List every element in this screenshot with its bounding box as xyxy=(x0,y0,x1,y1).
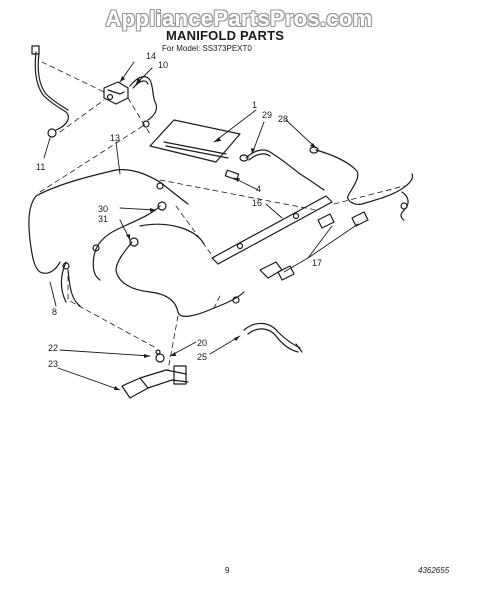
page-title: MANIFOLD PARTS xyxy=(166,28,285,43)
part-29-tube xyxy=(239,149,325,191)
callout-20: 20 xyxy=(197,338,207,348)
callout-16: 16 xyxy=(252,198,262,208)
callout-4: 4 xyxy=(256,184,261,194)
callout-30: 30 xyxy=(98,204,108,214)
callout-25: 25 xyxy=(197,352,207,362)
callout-14: 14 xyxy=(146,51,156,61)
part-17-holders xyxy=(259,211,369,281)
part-13-tube xyxy=(28,169,189,274)
part-30-tube xyxy=(92,201,167,281)
part-16-manifold xyxy=(211,195,333,265)
part-1-plate xyxy=(149,119,241,163)
part-10-tube xyxy=(129,76,158,128)
callout-17: 17 xyxy=(312,258,322,268)
part-25-bracket xyxy=(243,322,303,353)
part-28-tube xyxy=(309,146,414,221)
document-code: 4362655 xyxy=(418,566,450,575)
leader-arrows xyxy=(114,76,316,390)
callout-28: 28 xyxy=(278,114,288,124)
callout-29: 29 xyxy=(262,110,272,120)
page-number: 9 xyxy=(225,566,230,575)
part-23-valve xyxy=(121,349,189,399)
model-subtitle: For Model: SS373PEXT0 xyxy=(162,44,252,53)
callout-1: 1 xyxy=(252,100,257,110)
callout-8: 8 xyxy=(52,307,57,317)
callout-labels: 14 10 1 29 28 13 11 4 16 30 31 17 8 20 2… xyxy=(36,51,322,369)
part-8-tube xyxy=(60,261,81,307)
part-11-tube xyxy=(31,45,69,138)
watermark-logo: AppliancePartsPros.com xyxy=(105,6,373,31)
part-31-tube xyxy=(115,223,245,317)
part-4-clip xyxy=(224,169,240,181)
callout-23: 23 xyxy=(48,359,58,369)
callout-22: 22 xyxy=(48,343,58,353)
callout-13: 13 xyxy=(110,133,120,143)
callout-10: 10 xyxy=(158,60,168,70)
assembly-dashed-lines xyxy=(39,61,405,371)
callout-31: 31 xyxy=(98,214,108,224)
callout-11: 11 xyxy=(36,162,45,172)
part-14-valve xyxy=(103,81,129,105)
